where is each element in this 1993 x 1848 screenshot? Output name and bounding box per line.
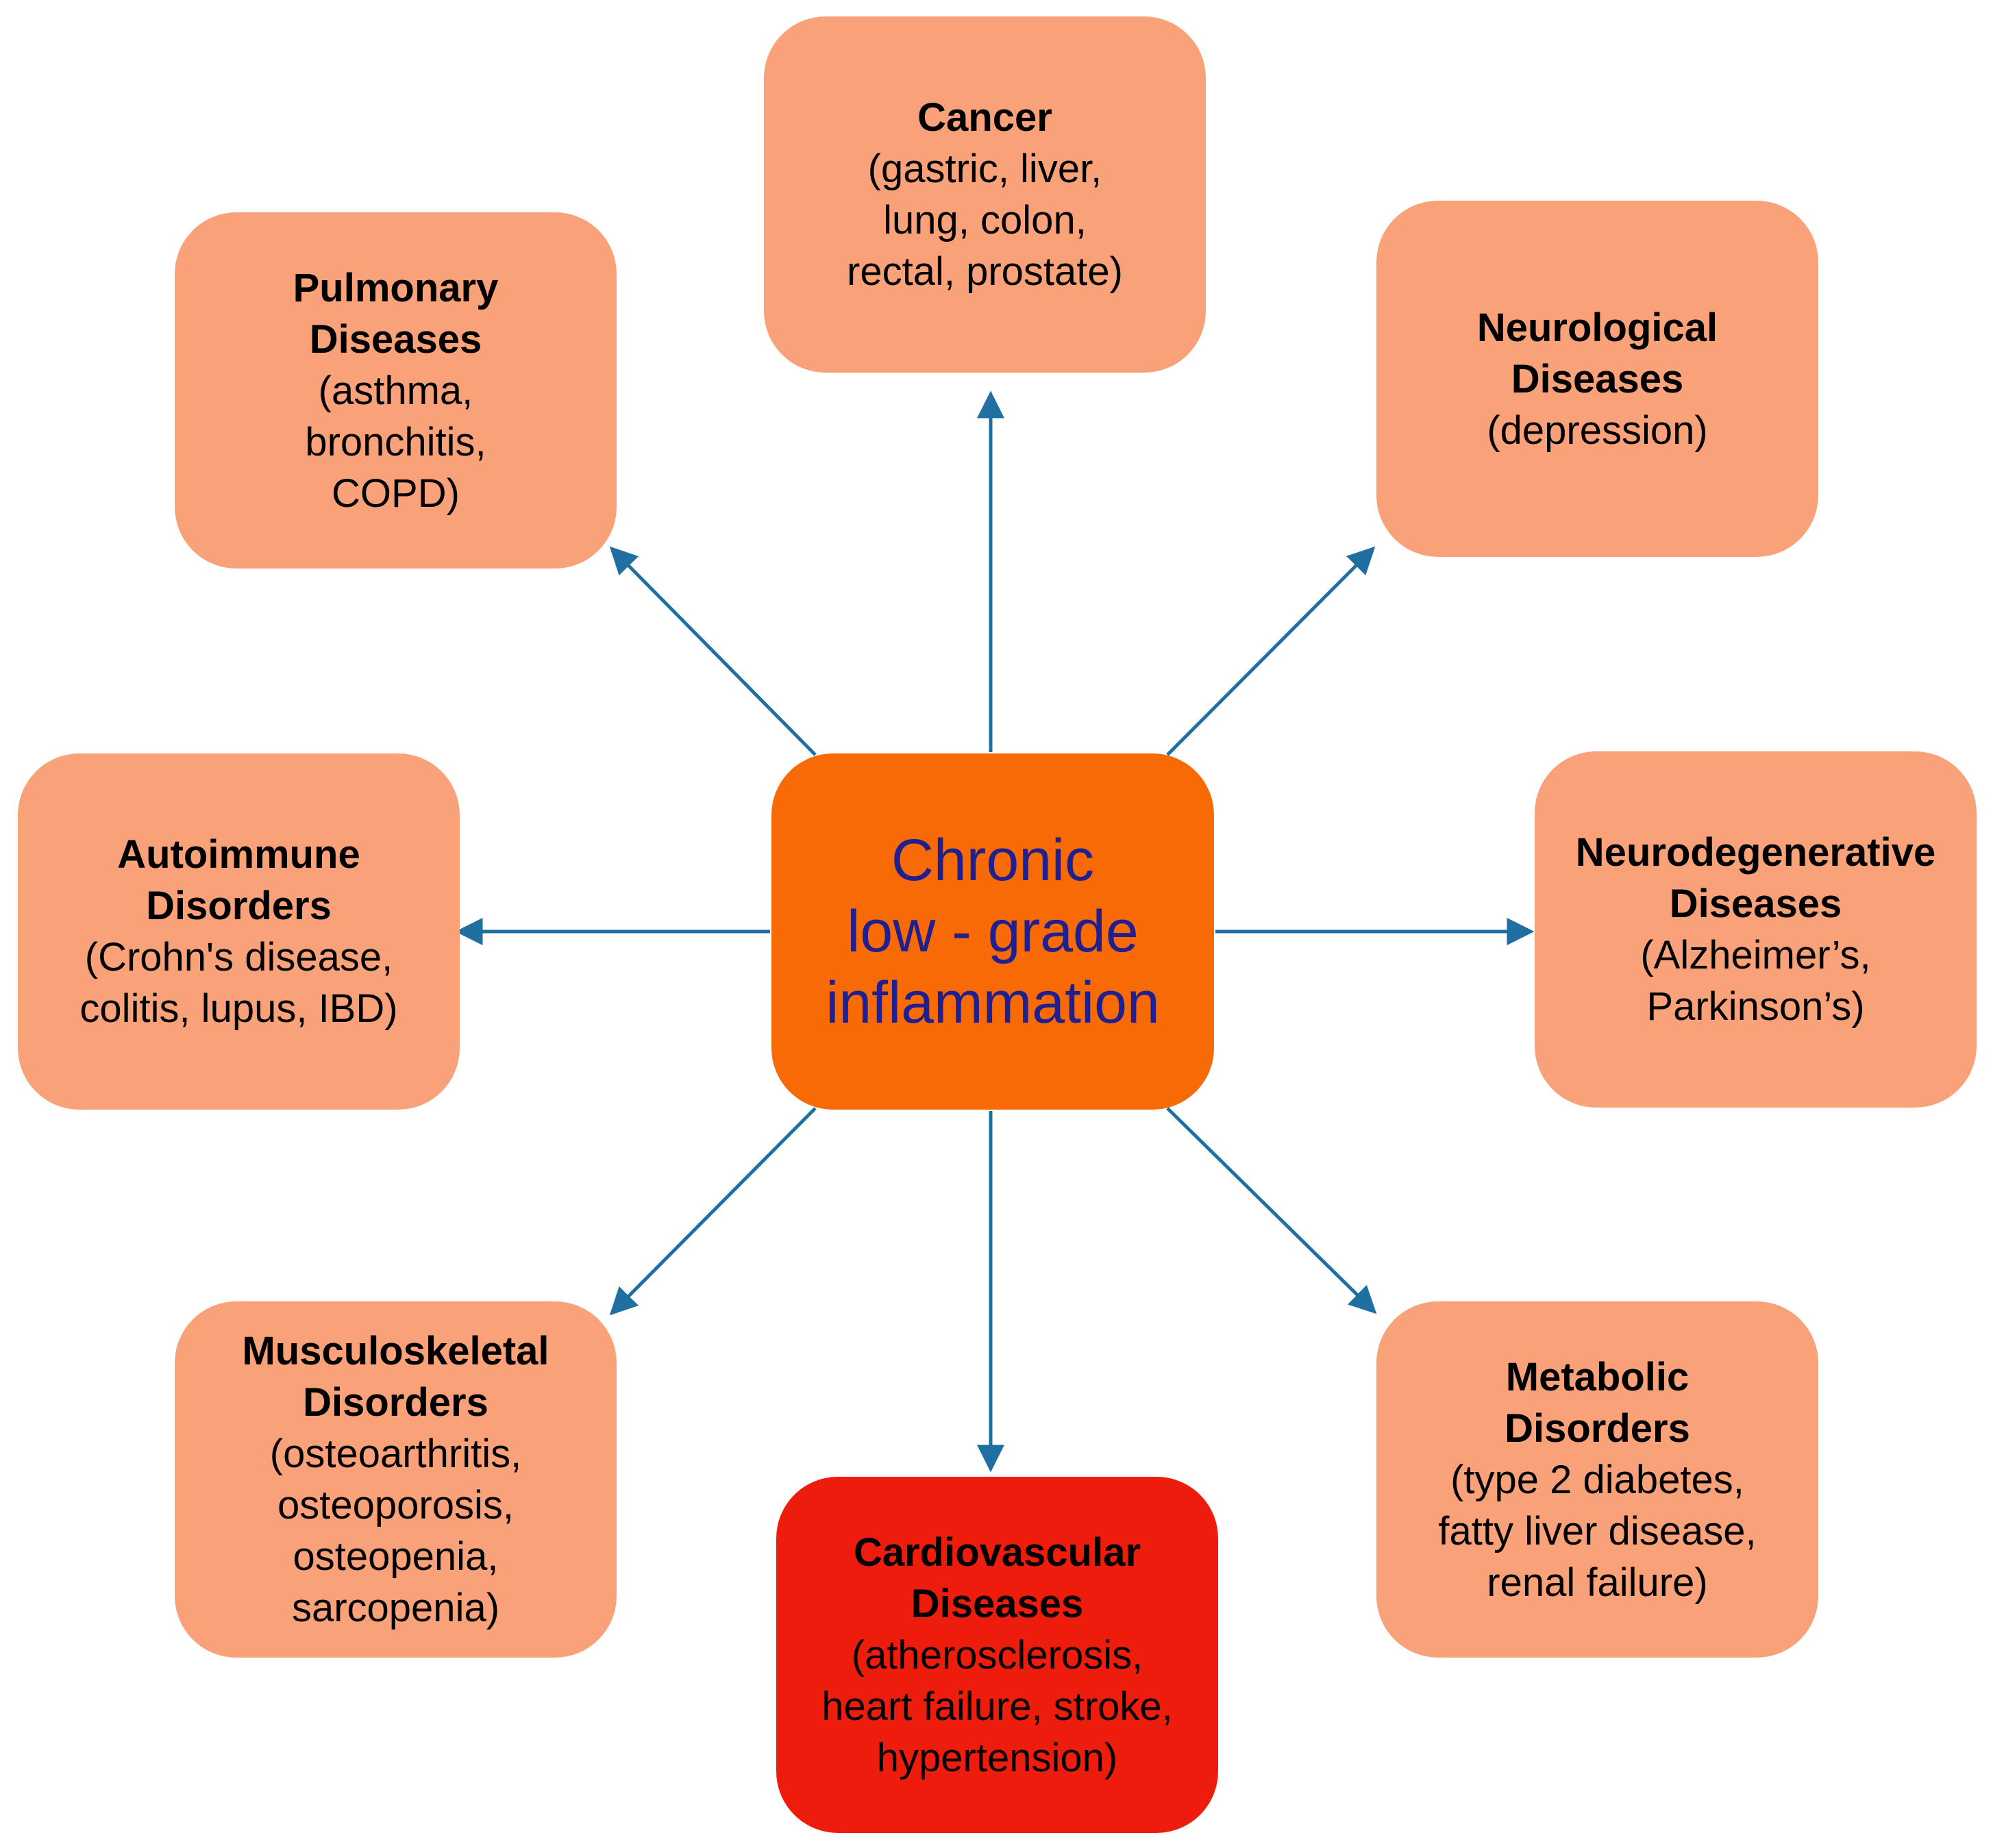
- pulmonary-title: Pulmonary Diseases: [293, 265, 499, 362]
- node-cardiovascular: Cardiovascular Diseases (atherosclerosis…: [776, 1477, 1218, 1833]
- arrow-to-metabolic: [1166, 1107, 1377, 1314]
- node-neurodegenerative: Neurodegenerative Diseases (Alzheimer’s,…: [1535, 751, 1977, 1108]
- center-label: Chronic low - grade inflammation: [826, 827, 1160, 1036]
- node-autoimmune: Autoimmune Disorders (Crohn's disease, c…: [18, 753, 460, 1110]
- neurodegenerative-title: Neurodegenerative Diseases: [1575, 830, 1936, 926]
- arrow-to-neurological: [1166, 546, 1376, 756]
- musculoskeletal-detail: (osteoarthritis, osteoporosis, osteopeni…: [269, 1432, 522, 1630]
- arrow-to-musculoskeletal: [609, 1107, 817, 1316]
- autoimmune-title: Autoimmune Disorders: [117, 832, 360, 928]
- node-metabolic: Metabolic Disorders (type 2 diabetes, fa…: [1376, 1301, 1818, 1658]
- cardiovascular-detail: (atherosclerosis, heart failure, stroke,…: [821, 1632, 1173, 1780]
- node-chronic-inflammation: Chronic low - grade inflammation: [771, 753, 1214, 1110]
- metabolic-title: Metabolic Disorders: [1505, 1354, 1690, 1451]
- pulmonary-detail: (asthma, bronchitis, COPD): [305, 368, 486, 516]
- cancer-detail: (gastric, liver, lung, colon, rectal, pr…: [847, 147, 1123, 294]
- neurodegenerative-detail: (Alzheimer’s, Parkinson’s): [1640, 933, 1871, 1029]
- musculoskeletal-title: Musculoskeletal Disorders: [242, 1329, 549, 1425]
- cardiovascular-title: Cardiovascular Diseases: [853, 1529, 1141, 1626]
- neurological-detail: (depression): [1487, 408, 1708, 453]
- node-pulmonary: Pulmonary Diseases (asthma, bronchitis, …: [175, 212, 617, 569]
- node-musculoskeletal: Musculoskeletal Disorders (osteoarthriti…: [175, 1301, 617, 1658]
- arrow-to-pulmonary: [609, 546, 817, 756]
- cancer-title: Cancer: [917, 95, 1052, 140]
- neurological-title: Neurological Diseases: [1476, 305, 1718, 401]
- node-neurological: Neurological Diseases (depression): [1376, 201, 1818, 557]
- metabolic-detail: (type 2 diabetes, fatty liver disease, r…: [1438, 1457, 1757, 1605]
- node-cancer: Cancer (gastric, liver, lung, colon, rec…: [764, 16, 1206, 373]
- autoimmune-detail: (Crohn's disease, colitis, lupus, IBD): [79, 935, 398, 1031]
